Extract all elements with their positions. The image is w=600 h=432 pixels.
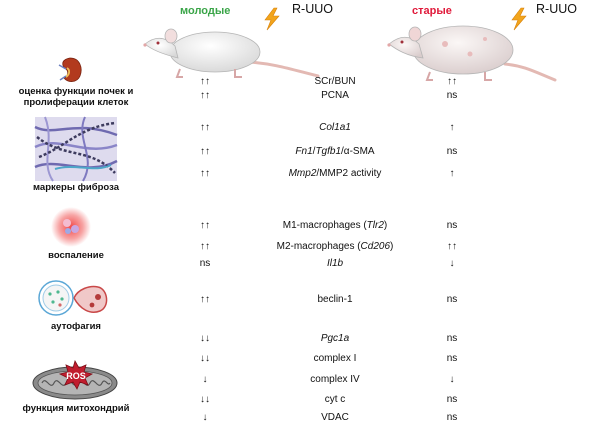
table-row: ↑↑ Col1a1 ↑: [0, 121, 600, 135]
table-row: ↓ VDAC ns: [0, 411, 600, 425]
old-change-value: ns: [446, 146, 458, 157]
marker-label: SCr/BUN: [314, 76, 356, 87]
old-change-value: ns: [446, 90, 458, 101]
old-change-value: ns: [446, 294, 458, 305]
kidney-icon: [58, 57, 82, 82]
young-change-value: ↓: [202, 412, 208, 423]
table-row: ↑↑ M2-macrophages (Cd206) ↑↑: [0, 240, 600, 254]
marker-label: Fn1/Tgfb1/α-SMA: [295, 146, 375, 157]
marker-label: PCNA: [321, 90, 349, 101]
table-row: ↑↑ SCr/BUN ↑↑: [0, 75, 600, 89]
table-row: ↓↓ complex I ns: [0, 352, 600, 366]
young-change-value: ↓: [202, 374, 208, 385]
marker-label: Pgc1a: [320, 333, 350, 344]
category-label-autophagy: аутофагия: [51, 321, 101, 332]
old-change-value: ns: [446, 394, 458, 405]
autophagy-icon: [38, 280, 108, 316]
young-change-value: ↑↑: [200, 294, 210, 305]
old-change-value: ns: [446, 333, 458, 344]
inflammation-icon: [51, 207, 91, 247]
table-row: ↑↑ Fn1/Tgfb1/α-SMA ns: [0, 145, 600, 159]
marker-label: Il1b: [326, 258, 344, 269]
table-row: ↓↓ Pgc1a ns: [0, 332, 600, 346]
old-change-value: ns: [446, 412, 458, 423]
lightning-icon: [264, 7, 280, 31]
marker-label: Mmp2/MMP2 activity: [288, 168, 382, 179]
lightning-icon: [511, 7, 527, 31]
table-row: ns Il1b ↓: [0, 257, 600, 271]
marker-label: cyt c: [324, 394, 346, 405]
marker-label: M1-macrophages (Tlr2): [282, 220, 388, 231]
marker-label: complex IV: [310, 374, 360, 385]
marker-label: beclin-1: [317, 294, 353, 305]
young-change-value: ns: [199, 258, 211, 269]
marker-label: VDAC: [321, 412, 349, 423]
young-change-value: ↓↓: [200, 353, 210, 364]
model-label-young: R-UUO: [292, 2, 333, 16]
old-change-value: ↑↑: [447, 241, 457, 252]
young-change-value: ↑↑: [200, 241, 210, 252]
young-group-label: молодые: [180, 5, 231, 17]
old-change-value: ↑↑: [447, 76, 457, 87]
category-label-mitochondria: функция митохондрий: [22, 403, 130, 414]
young-change-value: ↑↑: [200, 122, 210, 133]
marker-label: M2-macrophages (Cd206): [276, 241, 394, 252]
table-row: ↑↑ beclin-1 ns: [0, 293, 600, 307]
table-row: ↑↑ PCNA ns: [0, 89, 600, 103]
young-change-value: ↑↑: [200, 90, 210, 101]
ros-label: ROS: [66, 371, 86, 381]
old-change-value: ns: [446, 220, 458, 231]
table-row: ↓↓ cyt c ns: [0, 393, 600, 407]
category-label-fibrosis: маркеры фиброза: [33, 182, 119, 193]
fibrosis-icon: [34, 116, 118, 182]
category-label-inflammation: воспаление: [48, 250, 104, 261]
mitochondria-icon: ROS: [32, 359, 118, 400]
young-change-value: ↑↑: [200, 76, 210, 87]
young-change-value: ↓↓: [200, 394, 210, 405]
category-label-kidney: оценка функции почек и пролиферации клет…: [18, 86, 134, 108]
young-change-value: ↑↑: [200, 168, 210, 179]
young-change-value: ↑↑: [200, 146, 210, 157]
table-row: ↑↑ M1-macrophages (Tlr2) ns: [0, 219, 600, 233]
old-change-value: ns: [446, 353, 458, 364]
old-rat-illustration: [387, 25, 557, 82]
marker-label: Col1a1: [319, 122, 351, 133]
old-change-value: ↑: [449, 168, 455, 179]
old-change-value: ↓: [449, 258, 455, 269]
old-change-value: ↑: [449, 122, 455, 133]
young-rat-illustration: [143, 28, 320, 78]
old-change-value: ↓: [449, 374, 455, 385]
young-change-value: ↓↓: [200, 333, 210, 344]
old-group-label: старые: [412, 5, 452, 17]
marker-label: complex I: [313, 353, 357, 364]
model-label-old: R-UUO: [536, 2, 577, 16]
young-change-value: ↑↑: [200, 220, 210, 231]
table-row: ↑↑ Mmp2/MMP2 activity ↑: [0, 167, 600, 181]
table-row: ↓ complex IV ↓: [0, 373, 600, 387]
